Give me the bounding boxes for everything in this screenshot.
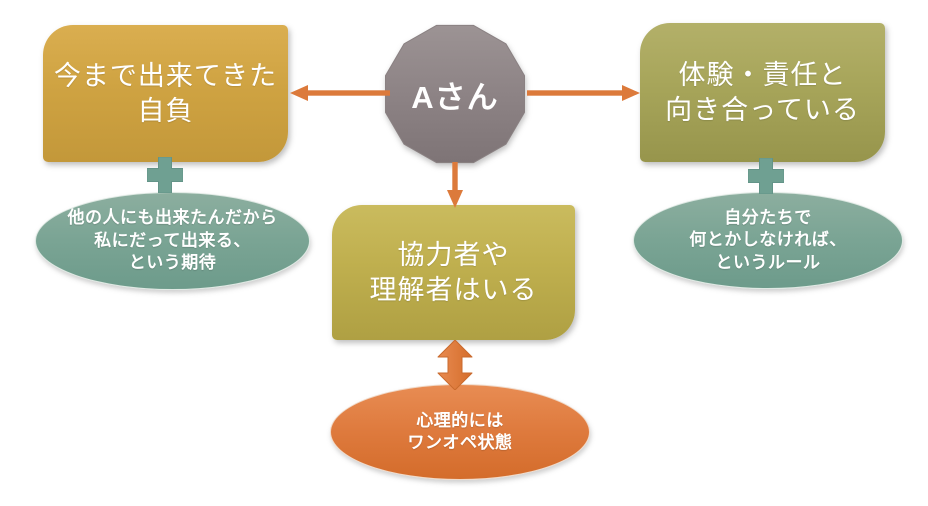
rule-ellipse-line1: 自分たちで <box>724 207 812 227</box>
expectation-ellipse-line2: 私にだって出来る、 <box>94 230 251 250</box>
rule-ellipse: 自分たちで 何とかしなければ、 というルール <box>633 192 903 289</box>
double-arrow-icon <box>434 340 476 390</box>
experience-box-label-line1: 体験・責任と <box>678 59 847 90</box>
expectation-ellipse-line3: という期待 <box>128 253 217 273</box>
arrow-left-icon <box>290 83 390 103</box>
arrow-down-icon <box>445 162 465 208</box>
pride-box-label-line2: 自負 <box>137 95 194 126</box>
rule-ellipse-line3: というルール <box>715 252 821 272</box>
plus-left-icon <box>147 157 183 193</box>
supporters-box-label-line2: 理解者はいる <box>369 274 538 305</box>
arrow-right-icon <box>527 83 640 103</box>
supporters-box: 協力者や 理解者はいる <box>332 205 575 340</box>
solo-ope-ellipse-line1: 心理的には <box>416 410 504 430</box>
plus-right-icon <box>748 158 784 194</box>
supporters-box-label-line1: 協力者や <box>397 239 510 270</box>
rule-ellipse-line2: 何とかしなければ、 <box>689 230 847 250</box>
pride-box-label-line1: 今まで出来てきた <box>53 60 278 91</box>
solo-ope-ellipse-line2: ワンオペ状態 <box>407 433 513 452</box>
experience-box: 体験・責任と 向き合っている <box>640 23 885 162</box>
person-node-label: Aさん <box>411 79 499 115</box>
solo-ope-ellipse: 心理的には ワンオペ状態 <box>330 384 590 480</box>
pride-box: 今まで出来てきた 自負 <box>43 25 288 162</box>
expectation-ellipse: 他の人にも出来たんだから 私にだって出来る、 という期待 <box>35 192 310 290</box>
person-node: Aさん <box>383 23 527 165</box>
experience-box-label-line2: 向き合っている <box>665 94 860 125</box>
expectation-ellipse-line1: 他の人にも出来たんだから <box>67 208 278 228</box>
dodecagon-shape-icon <box>385 24 525 164</box>
